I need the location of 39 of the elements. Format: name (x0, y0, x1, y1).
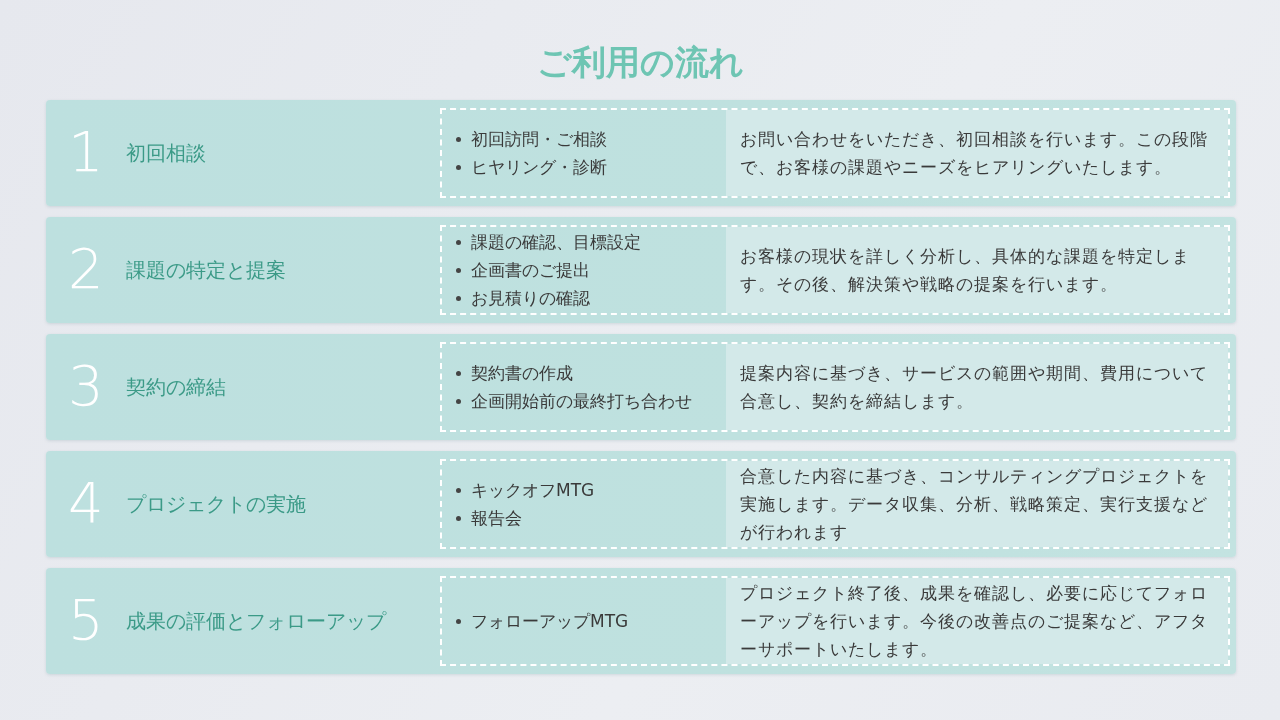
step-title: 成果の評価とフォローアップ (126, 608, 386, 634)
step-band (46, 334, 1236, 440)
bullet-item: 企画開始前の最終打ち合わせ (471, 390, 692, 413)
description-panel (726, 344, 1228, 430)
description-text: お問い合わせをいただき、初回相談を行います。この段階で、お客様の課題やニーズをヒアリングいたします。 (740, 128, 1209, 179)
bullet-item: フォローアップMTG (471, 610, 629, 633)
title: ご利用の流れ (536, 41, 744, 84)
dashed-panel (440, 459, 1230, 549)
step-number: 3 (68, 354, 104, 418)
bullet-item: 企画書のご提出 (471, 259, 590, 282)
bullet-item: 契約書の作成 (471, 362, 573, 385)
bullet-item: 課題の確認、目標設定 (471, 231, 641, 254)
step-number: 1 (68, 120, 104, 184)
step-title: 初回相談 (126, 140, 206, 166)
description-text: 提案内容に基づき、サービスの範囲や期間、費用について合意し、契約を締結します。 (740, 362, 1209, 413)
dashed-panel (440, 225, 1230, 315)
step-band (46, 451, 1236, 557)
step-number: 2 (68, 237, 104, 301)
step-title: 契約の締結 (126, 374, 226, 400)
description-text: お客様の現状を詳しく分析し、具体的な課題を特定します。その後、解決策や戦略の提案を行います。 (740, 245, 1191, 296)
dashed-panel (440, 342, 1230, 432)
bullet-item: キックオフMTG (471, 479, 595, 502)
description-text: プロジェクト終了後、成果を確認し、必要に応じてフォローアップを行います。今後の改善点のご提案など、アフターサポートいたします。 (740, 582, 1209, 661)
bullet-item: 報告会 (471, 507, 522, 530)
description-text: 合意した内容に基づき、コンサルティングプロジェクトを実施します。データ収集、分析、戦略策定、実行支援などが行われます (740, 465, 1209, 544)
dashed-panel (440, 576, 1230, 666)
step-band (46, 568, 1236, 674)
dashed-panel (440, 108, 1230, 198)
step-title: 課題の特定と提案 (126, 257, 286, 283)
bullet-item: 初回訪問・ご相談 (471, 128, 607, 151)
step-band (46, 217, 1236, 323)
description-panel (726, 110, 1228, 196)
description-panel (726, 227, 1228, 313)
step-title: プロジェクトの実施 (126, 491, 306, 517)
bullet-item: ヒヤリング・診断 (471, 156, 607, 179)
step-number: 5 (68, 588, 104, 652)
step-number: 4 (68, 471, 104, 535)
step-band (46, 100, 1236, 206)
bullet-item: お見積りの確認 (471, 287, 590, 310)
